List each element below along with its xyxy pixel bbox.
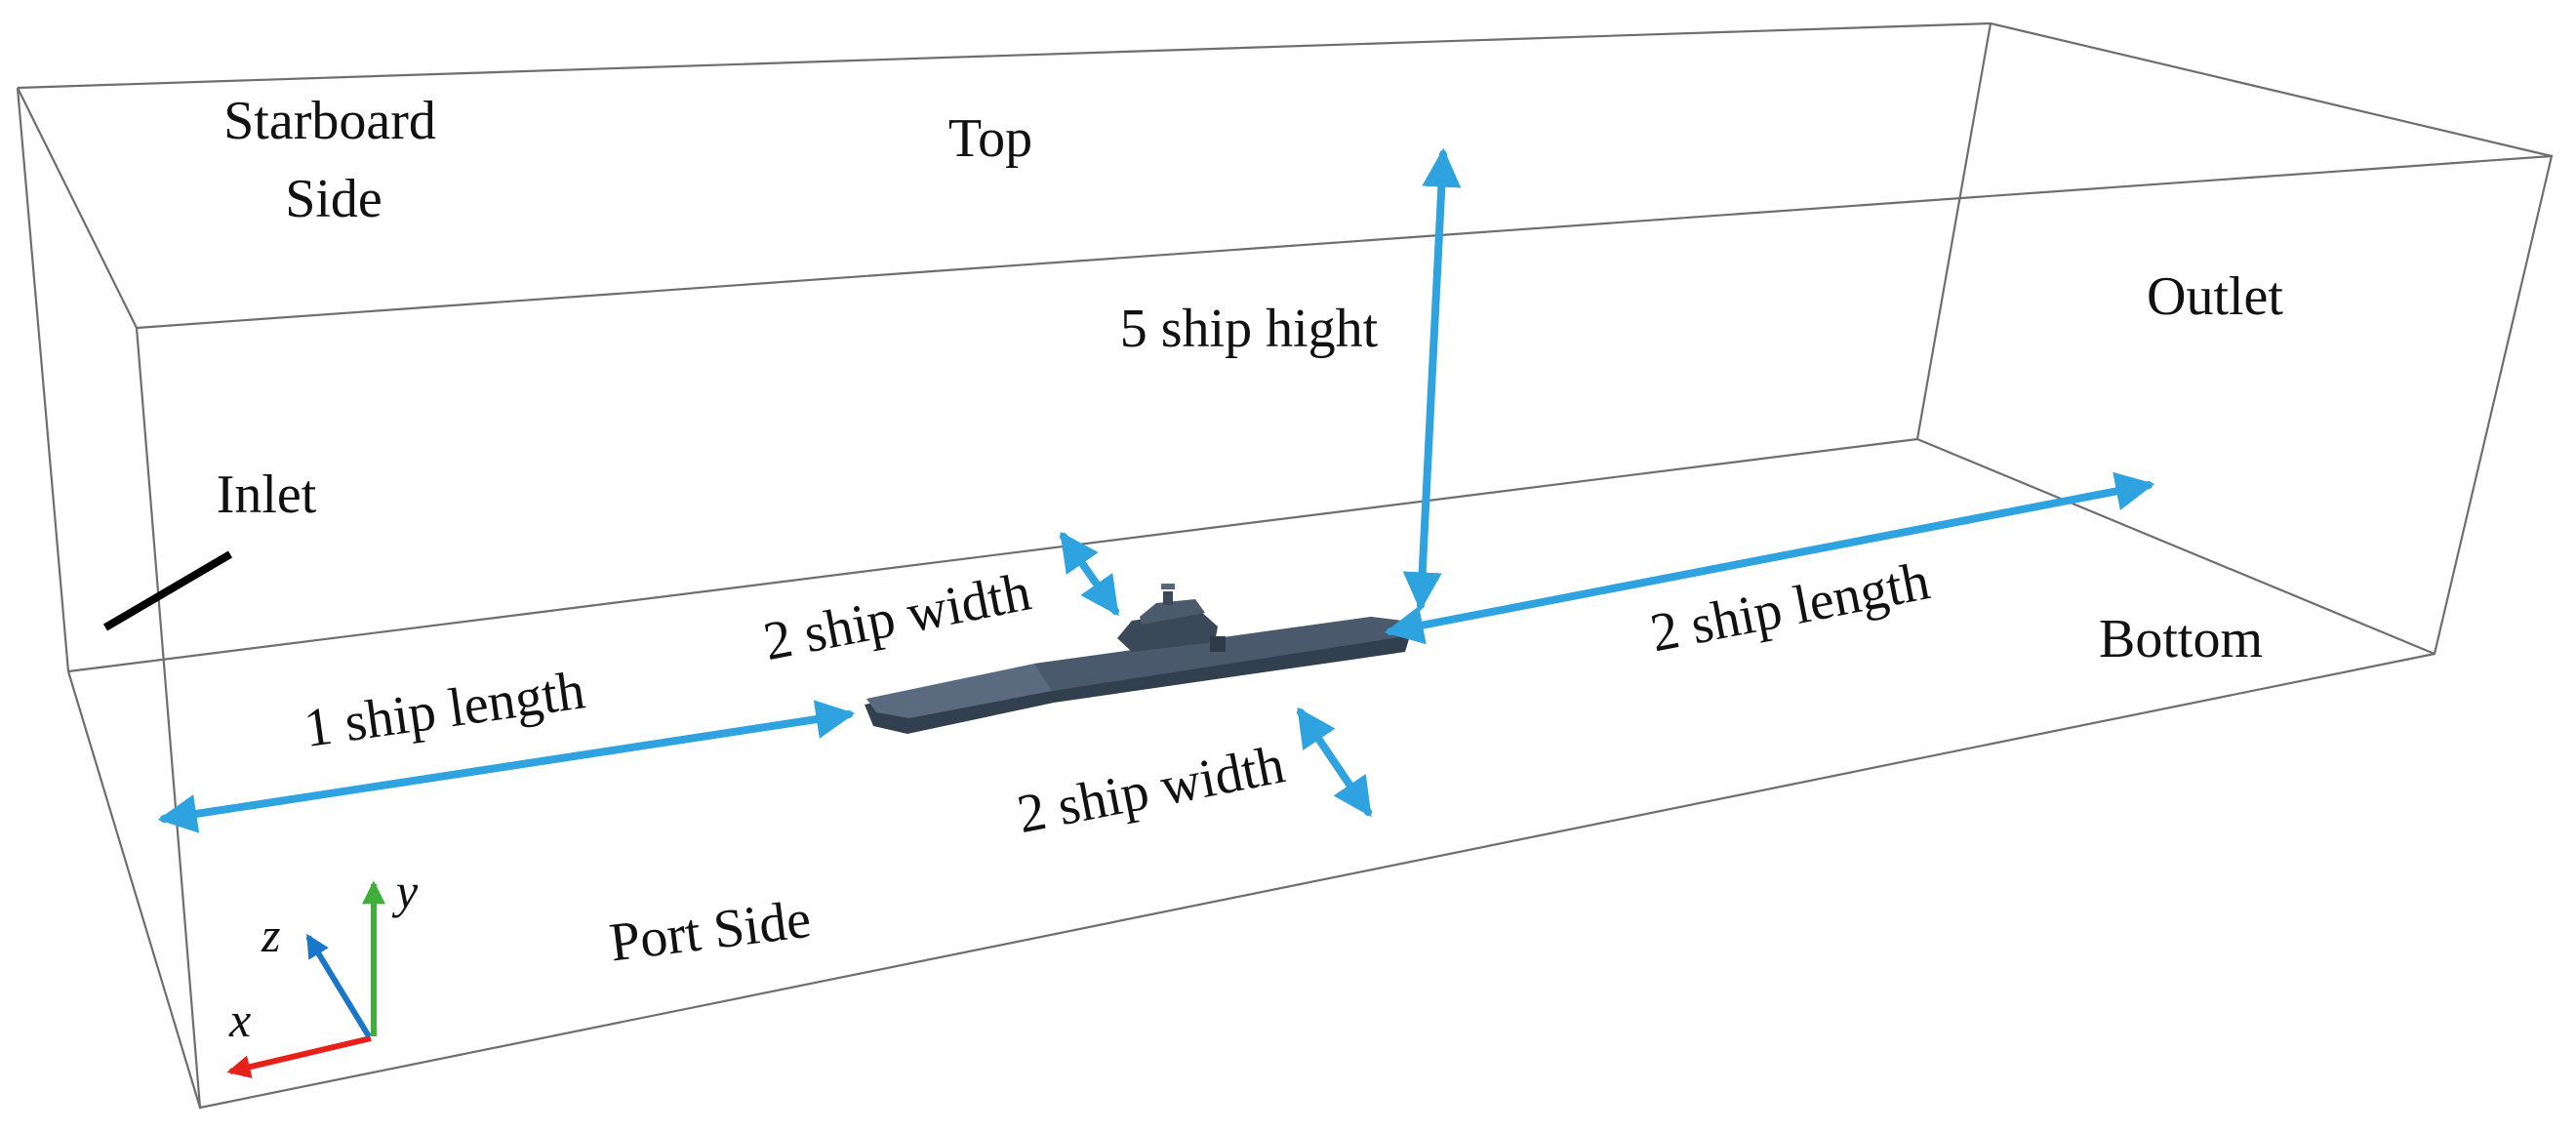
ship-width-near-label: 2 ship width (1013, 734, 1290, 845)
ship-height-label: 5 ship hight (1120, 299, 1379, 359)
ship-width-far-arrow (1060, 531, 1119, 617)
z-axis-label: z (261, 908, 280, 962)
inlet-marker (102, 550, 233, 631)
domain-box (16, 21, 2554, 1110)
ship-length-rear-arrow (1384, 471, 2155, 645)
y-axis-label: y (391, 864, 419, 918)
x-axis-arrow (226, 1035, 372, 1078)
starboard-side-label-line1: Starboard (223, 91, 436, 151)
outlet-label: Outlet (2147, 266, 2283, 327)
ship-length-front-arrow (157, 700, 856, 833)
ship-model (865, 584, 1411, 734)
ship-length-rear-label: 2 ship length (1646, 550, 1935, 664)
top-label: Top (948, 108, 1032, 169)
starboard-side-label-line2: Side (285, 169, 382, 229)
ship-width-near-arrow (1297, 707, 1372, 818)
inlet-label: Inlet (217, 465, 317, 525)
bottom-label: Bottom (2099, 609, 2263, 669)
x-axis-label: x (228, 992, 251, 1047)
port-side-label: Port Side (606, 889, 814, 974)
z-axis-arrow (305, 933, 372, 1038)
dimension-arrows (157, 147, 2155, 833)
ship-length-front-label: 1 ship length (301, 660, 588, 759)
coordinate-axes: x y z (226, 864, 419, 1078)
ship-height-arrow (1402, 147, 1462, 612)
ship-width-far-label: 2 ship width (759, 561, 1036, 672)
